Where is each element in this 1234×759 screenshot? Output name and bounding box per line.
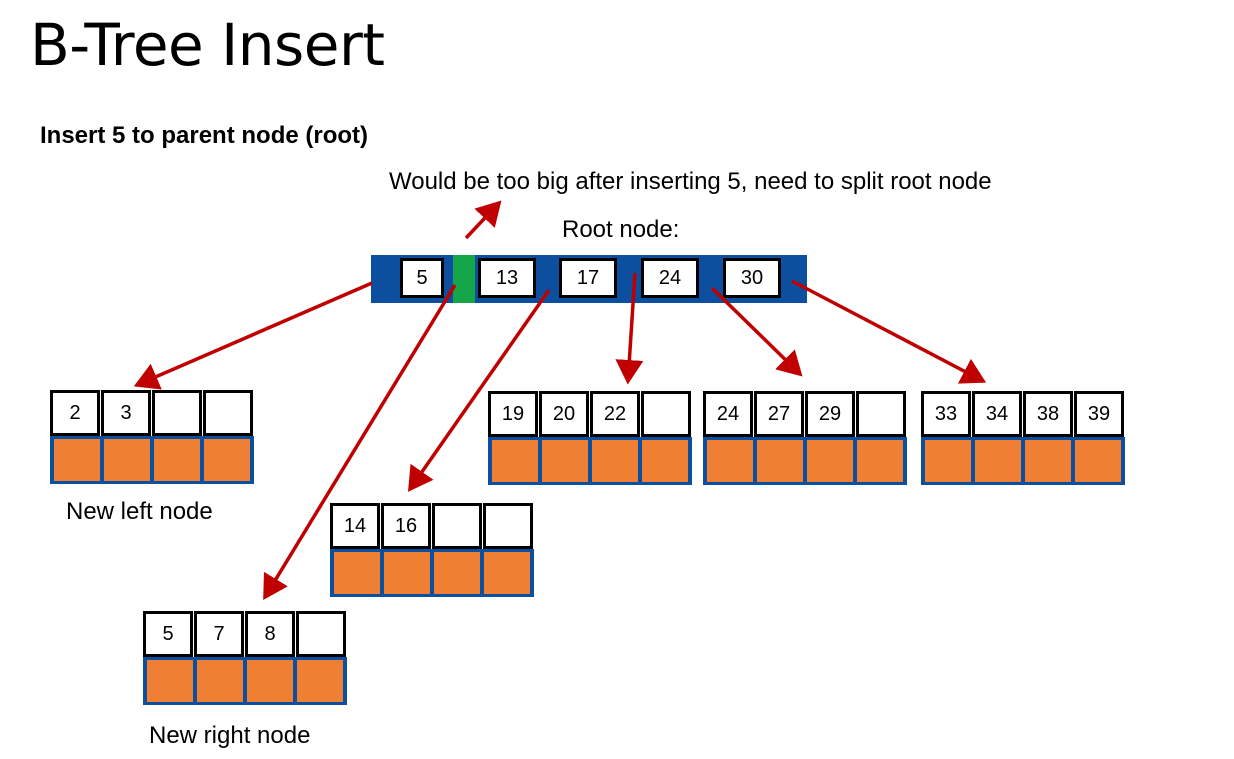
arrow-to-node-33-34-38-39 <box>791 279 987 384</box>
pointer-row <box>488 437 692 485</box>
arrow-to-node-24-27-29 <box>710 286 803 377</box>
leaf-key: 3 <box>101 390 151 436</box>
leaf-key: 39 <box>1074 391 1124 437</box>
leaf-key: 7 <box>194 611 244 657</box>
root-node-label: Root node: <box>562 216 680 243</box>
arrow-to-node-19-20-22 <box>615 272 644 385</box>
pointer-row <box>330 549 534 597</box>
pointer-row <box>703 437 907 485</box>
leaf-key: 22 <box>590 391 640 437</box>
leaf-key: 5 <box>143 611 193 657</box>
leaf-key: 34 <box>972 391 1022 437</box>
caption-new-left-node: New left node <box>66 498 213 525</box>
leaf-key: 29 <box>805 391 855 437</box>
pointer-row <box>143 657 347 705</box>
leaf-key: 27 <box>754 391 804 437</box>
leaf-node-14-16: 14 16 <box>330 503 534 599</box>
leaf-node-24-27-29: 24 27 29 <box>703 391 907 487</box>
leaf-key: 2 <box>50 390 100 436</box>
step-heading: Insert 5 to parent node (root) <box>40 122 369 149</box>
leaf-key: 19 <box>488 391 538 437</box>
root-key: 24 <box>641 258 699 298</box>
leaf-node-19-20-22: 19 20 22 <box>488 391 692 487</box>
leaf-key <box>483 503 533 549</box>
arrow-to-right-node <box>263 284 457 600</box>
arrow-to-split-note <box>464 200 502 240</box>
inserted-slot-marker <box>453 255 475 303</box>
page-title: B-Tree Insert <box>30 11 385 79</box>
leaf-node-left: 2 3 <box>50 390 254 486</box>
root-key: 17 <box>559 258 617 298</box>
caption-new-right-node: New right node <box>149 722 311 749</box>
root-key: 30 <box>723 258 781 298</box>
pointer-row <box>921 437 1125 485</box>
leaf-node-right: 5 7 8 <box>143 611 347 707</box>
leaf-key: 33 <box>921 391 971 437</box>
leaf-key: 16 <box>381 503 431 549</box>
split-note: Would be too big after inserting 5, need… <box>389 168 992 195</box>
leaf-key <box>152 390 202 436</box>
root-key: 13 <box>478 258 536 298</box>
leaf-key: 8 <box>245 611 295 657</box>
arrow-to-node-14-16 <box>407 288 551 492</box>
arrow-to-left-node <box>133 281 373 390</box>
leaf-key <box>203 390 253 436</box>
leaf-key <box>856 391 906 437</box>
leaf-key: 20 <box>539 391 589 437</box>
leaf-key: 14 <box>330 503 380 549</box>
leaf-node-33-34-38-39: 33 34 38 39 <box>921 391 1125 487</box>
leaf-key: 24 <box>703 391 753 437</box>
leaf-key <box>641 391 691 437</box>
leaf-key <box>296 611 346 657</box>
root-node: 5 13 17 24 30 <box>371 255 807 303</box>
leaf-key: 38 <box>1023 391 1073 437</box>
leaf-key <box>432 503 482 549</box>
pointer-row <box>50 436 254 484</box>
root-key: 5 <box>400 258 444 298</box>
